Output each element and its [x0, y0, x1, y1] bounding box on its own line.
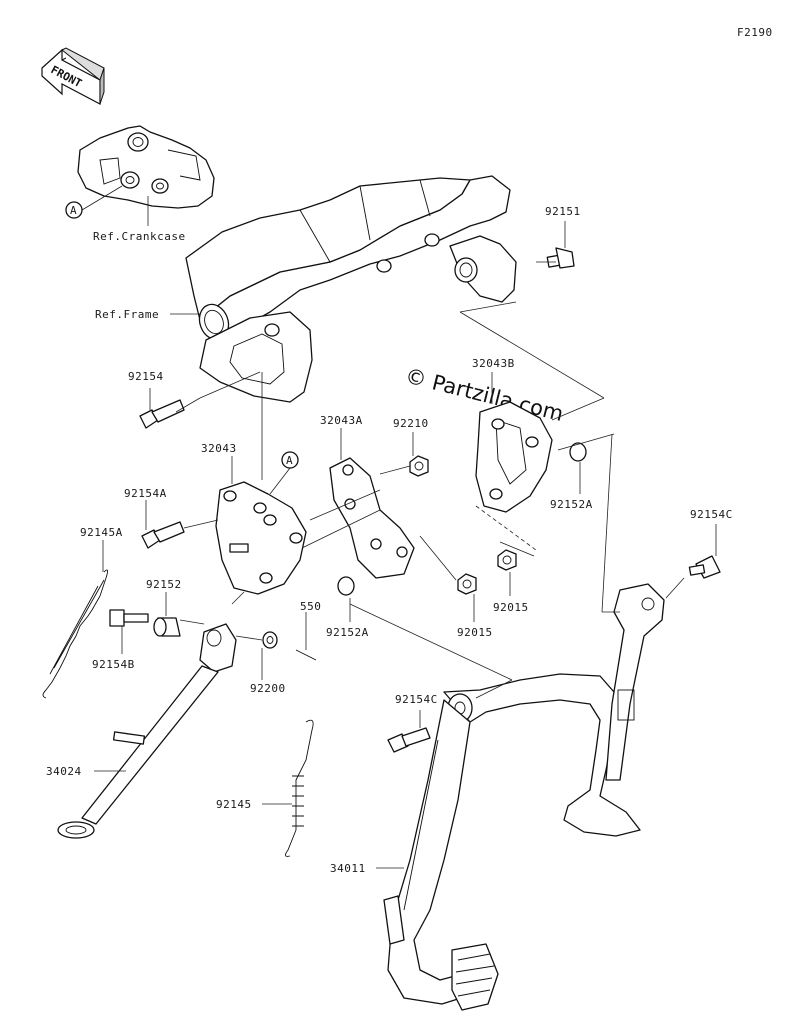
label-92154B: 92154B [92, 658, 135, 671]
bolt-92154C-right [688, 555, 721, 579]
label-ref-frame: Ref.Frame [95, 308, 159, 321]
main-stand-34011 [383, 583, 665, 1011]
washer-92200 [262, 631, 278, 649]
label-32043: 32043 [201, 442, 237, 455]
label-92154A: 92154A [124, 487, 167, 500]
label-92015-left: 92015 [457, 626, 493, 639]
label-92152: 92152 [146, 578, 182, 591]
label-34024: 34024 [46, 765, 82, 778]
label-550: 550 [300, 600, 321, 613]
label-92145A: 92145A [80, 526, 123, 539]
ref-marker-a-bracket-label: A [286, 454, 293, 467]
collar-92152 [153, 617, 181, 637]
bolt-92154A [141, 521, 185, 549]
spring-92145 [285, 719, 314, 857]
bracket-32043A [329, 457, 415, 579]
collar-92152A-right [569, 442, 587, 462]
nut-92015-right [497, 549, 517, 571]
bracket-32043 [215, 481, 307, 595]
front-arrow-icon [41, 47, 105, 105]
label-92152A-left: 92152A [326, 626, 369, 639]
ref-marker-a-label: A [70, 204, 77, 217]
diagram-code: F2190 [737, 26, 773, 39]
nut-92015-left [457, 573, 477, 595]
label-92210: 92210 [393, 417, 429, 430]
label-32043A: 32043A [320, 414, 363, 427]
assembly-lines [175, 261, 685, 699]
collar-92152A-left [337, 576, 355, 596]
crankcase-reference [77, 125, 215, 209]
label-92151: 92151 [545, 205, 581, 218]
bracket-32043B [475, 401, 553, 513]
nut-92210 [409, 455, 429, 477]
label-ref-crankcase: Ref.Crankcase [93, 230, 186, 243]
bolt-92151 [546, 247, 575, 269]
label-92145: 92145 [216, 798, 252, 811]
label-92154C-left: 92154C [395, 693, 438, 706]
main-frame [185, 175, 517, 403]
label-92154C-right: 92154C [690, 508, 733, 521]
label-92154: 92154 [128, 370, 164, 383]
label-32043B: 32043B [472, 357, 515, 370]
bolt-92154 [139, 399, 185, 429]
label-92152A-right: 92152A [550, 498, 593, 511]
side-stand-34024 [57, 623, 237, 839]
label-92015-right: 92015 [493, 601, 529, 614]
label-34011: 34011 [330, 862, 366, 875]
pin-550 [295, 649, 317, 661]
bolt-92154C-left [387, 727, 431, 753]
spring-92145A [42, 569, 109, 699]
bolt-92154B [109, 609, 149, 627]
label-92200: 92200 [250, 682, 286, 695]
